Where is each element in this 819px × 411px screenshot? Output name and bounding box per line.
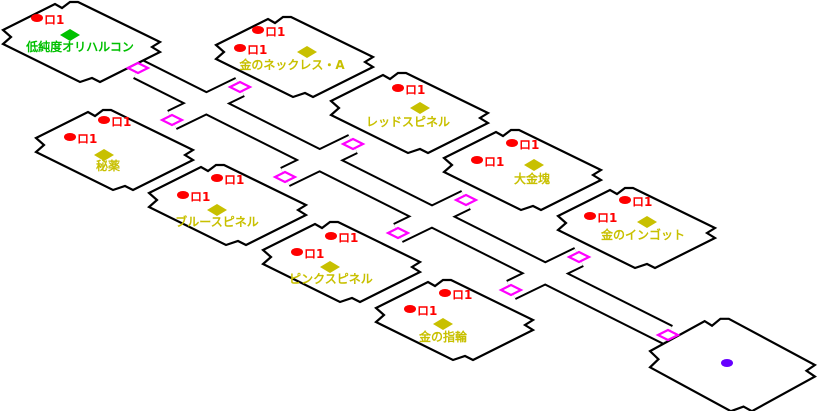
enemy-label: ロ1 — [111, 115, 131, 129]
enemy-label: ロ1 — [44, 13, 64, 27]
treasure-marker-icon[interactable] — [320, 261, 340, 273]
enemy-label: ロ1 — [338, 231, 358, 245]
enemy-marker-icon[interactable] — [471, 156, 483, 164]
enemy-label: ロ1 — [304, 247, 324, 261]
enemy-marker-icon[interactable] — [506, 139, 518, 147]
enemy-marker-icon[interactable] — [252, 26, 264, 34]
treasure-marker-icon[interactable] — [207, 204, 227, 216]
door[interactable] — [453, 193, 479, 207]
room-7[interactable] — [147, 163, 309, 247]
enemy-marker-icon[interactable] — [404, 305, 416, 313]
enemy-label: ロ1 — [632, 195, 652, 209]
enemy-marker-icon[interactable] — [439, 289, 451, 297]
treasure-name: 金のインゴット — [600, 227, 685, 242]
enemy-label: ロ1 — [247, 43, 267, 57]
enemy-marker-icon[interactable] — [31, 14, 43, 22]
treasure-marker-icon[interactable] — [637, 216, 657, 228]
enemy-label: ロ1 — [417, 304, 437, 318]
enemy-marker-icon[interactable] — [234, 44, 246, 52]
room-5[interactable] — [556, 186, 718, 270]
enemy-label: ロ1 — [224, 173, 244, 187]
enemy-label: ロ1 — [265, 25, 285, 39]
treasure-marker-icon[interactable] — [94, 149, 114, 161]
treasure-name: 低純度オリハルコン — [25, 39, 134, 54]
room-3[interactable] — [329, 71, 491, 155]
door[interactable] — [227, 80, 253, 94]
enemy-marker-icon[interactable] — [98, 116, 110, 124]
room-10[interactable] — [648, 317, 818, 411]
doors — [125, 61, 681, 342]
enemy-marker-icon[interactable] — [619, 196, 631, 204]
enemy-marker-icon[interactable] — [211, 174, 223, 182]
door[interactable] — [566, 250, 592, 264]
corridor-floor — [507, 248, 583, 299]
room-1[interactable] — [1, 0, 163, 84]
treasure-name: ピンクスピネル — [289, 272, 373, 286]
treasure-marker-icon[interactable] — [433, 318, 453, 330]
enemy-label: ロ1 — [484, 155, 504, 169]
door[interactable] — [340, 137, 366, 151]
corridor-floor — [133, 60, 673, 344]
enemy-label: ロ1 — [519, 138, 539, 152]
door[interactable] — [498, 283, 524, 297]
door[interactable] — [655, 328, 681, 342]
room-4[interactable] — [442, 128, 604, 212]
enemy-label: ロ1 — [190, 190, 210, 204]
room-9[interactable] — [374, 278, 536, 362]
treasure-name: レッドスピネル — [366, 115, 450, 129]
door[interactable] — [125, 61, 151, 75]
treasure-name: ブルースピネル — [175, 214, 258, 229]
treasure-marker-icon[interactable] — [297, 46, 317, 58]
treasure-name: 秘薬 — [96, 158, 120, 173]
door[interactable] — [272, 170, 298, 184]
corridor-floor — [394, 191, 470, 242]
enemy-marker-icon[interactable] — [291, 248, 303, 256]
treasure-name: 金の指輪 — [418, 329, 468, 344]
enemy-marker-icon[interactable] — [177, 191, 189, 199]
enemy-marker-icon[interactable] — [325, 232, 337, 240]
room-8[interactable] — [261, 220, 423, 304]
enemy-label: ロ1 — [452, 288, 472, 302]
corridor-floor — [168, 78, 244, 129]
treasure-name: 大金塊 — [514, 171, 550, 186]
enemy-label: ロ1 — [77, 132, 97, 146]
treasure-marker-icon[interactable] — [410, 102, 430, 114]
player-marker-icon — [721, 359, 733, 367]
corridor-floor — [281, 135, 357, 186]
enemy-marker-icon[interactable] — [64, 133, 76, 141]
treasure-marker-icon[interactable] — [524, 159, 544, 171]
room-markers: ロ1低純度オリハルコンロ1ロ1金のネックレス・Aロ1レッドスピネルロ1ロ1大金塊… — [25, 13, 733, 367]
room-6[interactable] — [34, 108, 196, 192]
enemy-marker-icon[interactable] — [392, 84, 404, 92]
room-2[interactable] — [214, 15, 376, 99]
door[interactable] — [385, 226, 411, 240]
corridors — [133, 59, 673, 345]
enemy-marker-icon[interactable] — [584, 212, 596, 220]
treasure-marker-icon[interactable] — [60, 29, 80, 41]
enemy-label: ロ1 — [597, 211, 617, 225]
treasure-name: 金のネックレス・A — [238, 57, 345, 72]
enemy-label: ロ1 — [405, 83, 425, 97]
door[interactable] — [159, 113, 185, 127]
